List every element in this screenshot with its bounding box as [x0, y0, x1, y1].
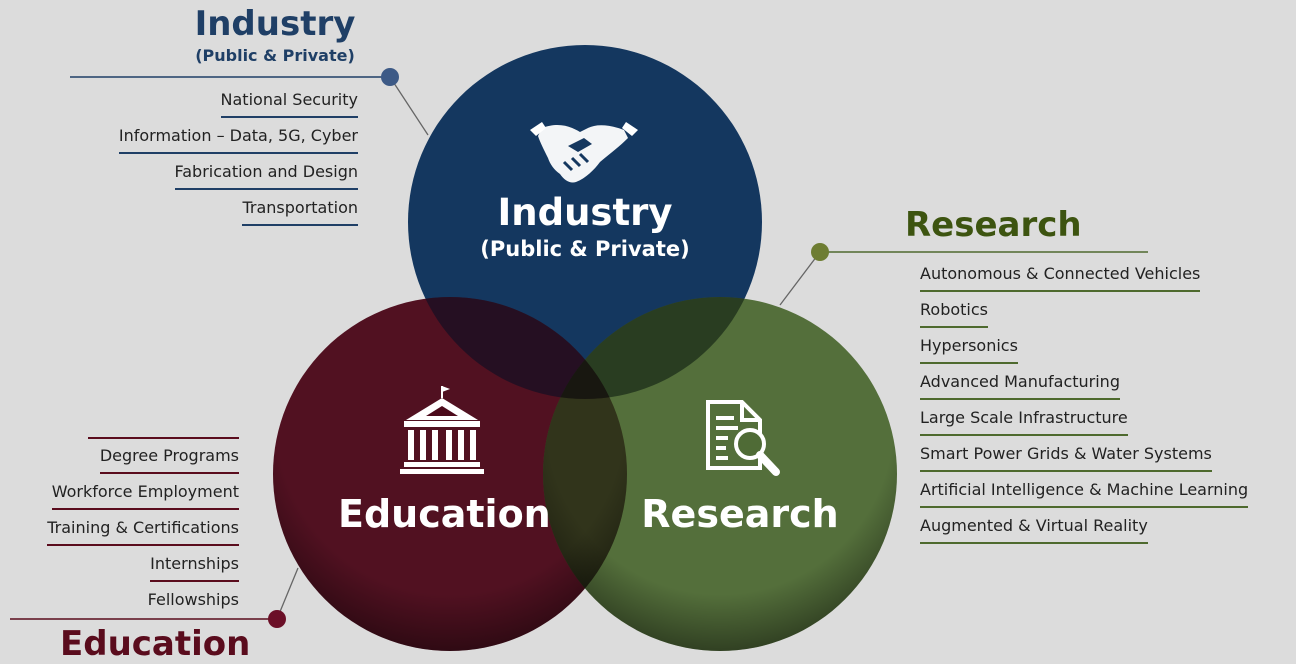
list-item: Workforce Employment — [51, 480, 239, 510]
list-item: Large Scale Infrastructure — [920, 406, 1128, 436]
research-connector — [779, 243, 1148, 306]
list-item: Robotics — [920, 298, 988, 328]
list-item: Training & Certifications — [47, 516, 239, 546]
handshake-icon — [530, 122, 638, 183]
industry-circle-subtitle: (Public & Private) — [480, 237, 690, 261]
list-item: Advanced Manufacturing — [920, 370, 1120, 400]
research-callout-title: Research — [905, 205, 1082, 245]
list-item: National Security — [220, 88, 358, 118]
education-callout-title: Education — [60, 624, 251, 664]
list-item: Autonomous & Connected Vehicles — [920, 262, 1201, 292]
list-item: Hypersonics — [920, 334, 1018, 364]
list-item: Augmented & Virtual Reality — [920, 514, 1148, 544]
list-item: Fellowships — [147, 590, 239, 609]
list-item: Information – Data, 5G, Cyber — [118, 124, 358, 154]
list-item: Internships — [150, 552, 239, 582]
research-circle-title: Research — [641, 492, 839, 536]
list-item: Degree Programs — [99, 444, 239, 474]
industry-connector — [70, 68, 429, 136]
list-item: Artificial Intelligence & Machine Learni… — [920, 478, 1249, 508]
education-connector — [10, 567, 299, 628]
list-item: Smart Power Grids & Water Systems — [920, 442, 1212, 472]
industry-circle-title: Industry — [497, 191, 673, 234]
education-circle-title: Education — [338, 492, 551, 536]
university-building-icon — [400, 386, 484, 474]
document-search-icon — [706, 400, 780, 476]
list-item: Fabrication and Design — [174, 160, 358, 190]
industry-callout-title: Industry — [194, 4, 356, 44]
list-item: Transportation — [242, 196, 358, 226]
industry-callout-subtitle: (Public & Private) — [195, 46, 355, 65]
